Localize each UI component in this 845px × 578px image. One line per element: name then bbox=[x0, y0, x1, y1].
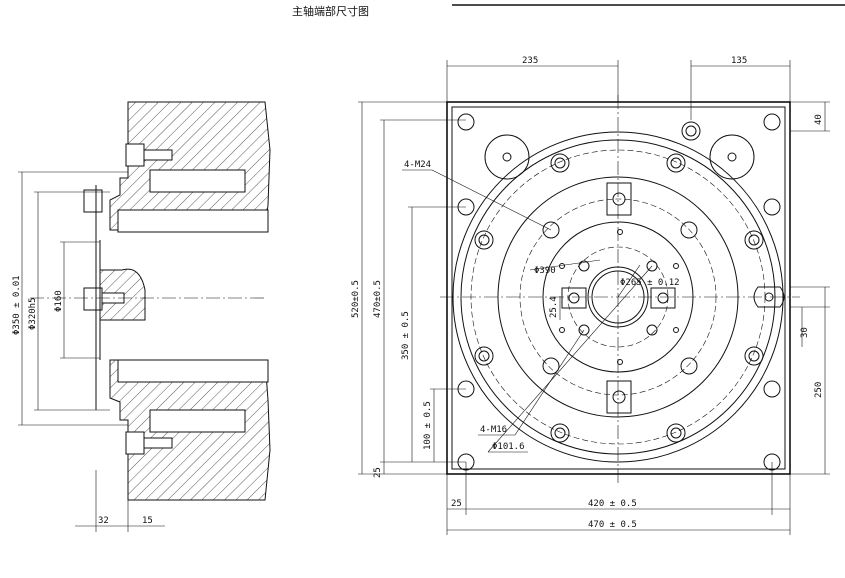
top-left-hole bbox=[484, 134, 530, 180]
upper-housing-section bbox=[109, 101, 271, 231]
dim-d160: Φ160 bbox=[54, 290, 64, 312]
dim-135: 135 bbox=[731, 56, 747, 66]
dim-d350: Φ350 ± 0.01 bbox=[12, 275, 22, 335]
outer-plate bbox=[446, 101, 791, 475]
front-view: 235 135 40 30 250 520±0.5 470±0.5 350 ± … bbox=[351, 56, 830, 535]
side-section-view: Φ350 ± 0.01 Φ320h5 Φ160 32 15 bbox=[12, 101, 271, 532]
dim-40: 40 bbox=[814, 114, 824, 125]
bearing-upper bbox=[117, 209, 269, 233]
dim-25-left: 25 bbox=[373, 467, 383, 478]
leader-m24 bbox=[431, 169, 552, 231]
dim-32: 32 bbox=[98, 516, 109, 526]
inner-small-holes bbox=[559, 229, 679, 365]
bolt-upper bbox=[125, 143, 145, 167]
dim-470-bottom: 470 ± 0.5 bbox=[588, 520, 637, 530]
dim-420: 420 ± 0.5 bbox=[588, 499, 637, 509]
dim-100: 100 ± 0.5 bbox=[423, 401, 433, 450]
dim-30: 30 bbox=[800, 327, 810, 338]
bolt-side bbox=[83, 189, 103, 213]
upper-slot bbox=[149, 169, 246, 193]
dim-235: 235 bbox=[522, 56, 538, 66]
dim-25-bottom: 25 bbox=[451, 499, 462, 509]
bolt-center bbox=[83, 287, 103, 311]
bearing-lower bbox=[117, 359, 269, 383]
dim-350: 350 ± 0.5 bbox=[401, 311, 411, 360]
dim-d320: Φ320h5 bbox=[28, 297, 38, 330]
bolt-lower bbox=[125, 431, 145, 455]
side-lug bbox=[753, 286, 785, 308]
m24-holes bbox=[542, 221, 698, 375]
callout-d1016: Φ101.6 bbox=[492, 442, 525, 452]
leader-d1016 bbox=[487, 265, 653, 453]
dim-470-left: 470±0.5 bbox=[373, 280, 383, 318]
callout-d265: Φ265 ± 0.12 bbox=[620, 278, 680, 288]
leader-d390 bbox=[529, 259, 601, 271]
dim-15: 15 bbox=[142, 516, 153, 526]
drive-keys bbox=[561, 182, 676, 414]
dim-250: 250 bbox=[814, 382, 824, 398]
lower-slot bbox=[149, 409, 246, 433]
drawing-title: 主轴端部尺寸图 bbox=[292, 5, 369, 18]
callout-254: 25.4 bbox=[549, 296, 559, 318]
inner-plate bbox=[451, 106, 786, 470]
callout-m16: 4-M16 bbox=[480, 425, 507, 435]
flange-bolt-holes bbox=[474, 153, 764, 443]
top-right-hole bbox=[709, 134, 755, 180]
callout-d390: Φ390 bbox=[534, 266, 556, 276]
callout-m24: 4-M24 bbox=[404, 160, 431, 170]
dim-520: 520±0.5 bbox=[351, 280, 361, 318]
leader-d265 bbox=[617, 264, 641, 298]
